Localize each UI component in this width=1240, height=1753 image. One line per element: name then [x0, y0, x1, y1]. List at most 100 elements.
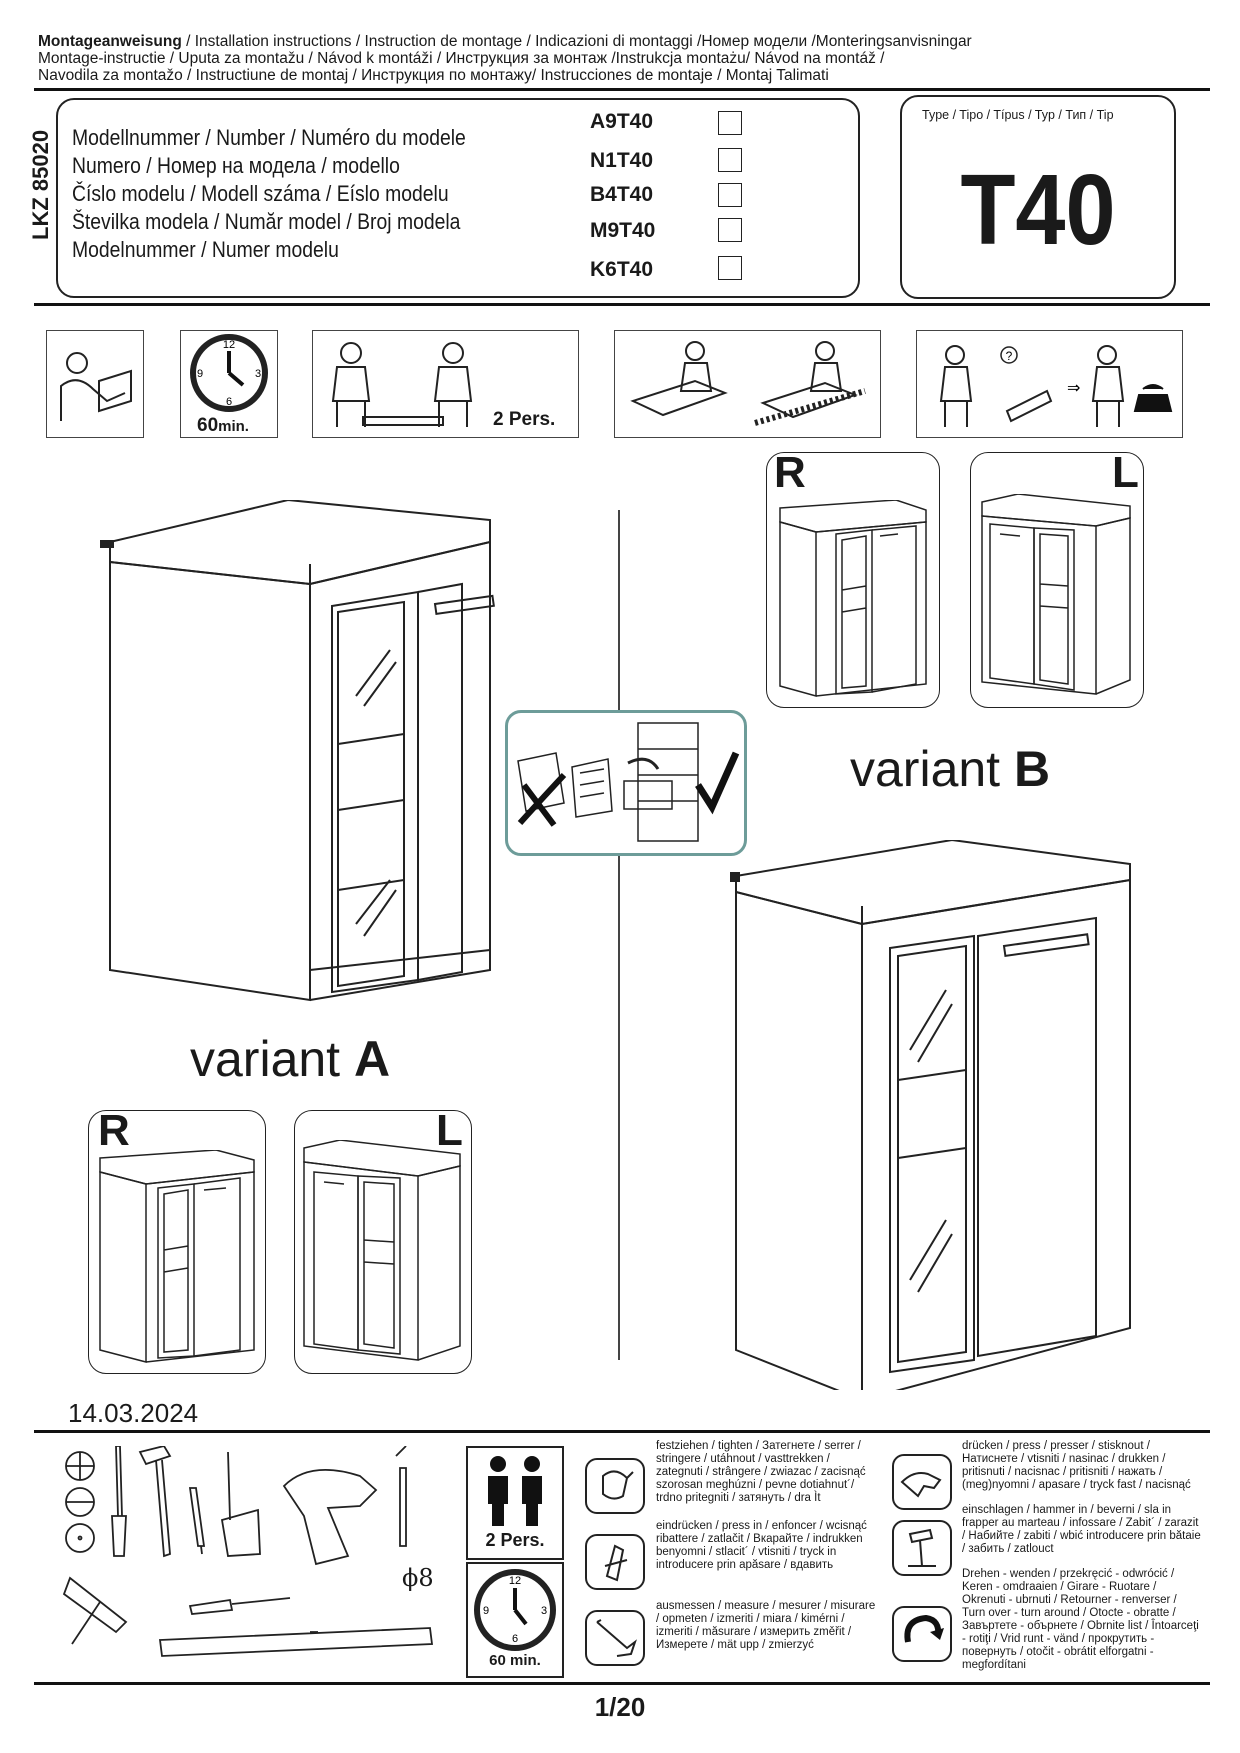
turn-over-text: Drehen - wenden / przekręcić - odwrócić …: [962, 1568, 1199, 1671]
cordless-drill-icon: [282, 1469, 378, 1566]
tighten-text: festziehen / tighten / Затегнете / serre…: [656, 1440, 866, 1504]
persons-label: 2 Pers.: [493, 409, 556, 430]
variant-a-label: variant A: [190, 1030, 390, 1088]
time-value: 60: [197, 415, 219, 436]
tools-top-rule: [34, 1430, 1210, 1433]
two-persons-pictogram: 2 Pers.: [312, 330, 579, 438]
document-date: 14.03.2024: [68, 1398, 199, 1428]
svg-text:3: 3: [255, 368, 261, 380]
svg-text:9: 9: [197, 368, 203, 380]
tools-time-box: 12 3 6 9 60 min.: [466, 1562, 564, 1678]
hammer-in-icon: [892, 1520, 952, 1576]
cabinet-variant-a-drawing: [100, 500, 495, 1002]
press-in-text: eindrücken / press in / enfoncer / wcisn…: [656, 1520, 867, 1571]
packaging-hint-box: [505, 710, 747, 856]
reading-person-icon: [60, 352, 132, 421]
model-label-5: Modelnummer / Numer modelu: [72, 237, 339, 262]
svg-text:9: 9: [483, 1605, 489, 1617]
header-line-1-rest: / Installation instructions / Instructio…: [181, 33, 972, 50]
time-unit: min.: [218, 418, 249, 435]
svg-text:6: 6: [512, 1633, 518, 1645]
drill-size-label: ϕ8: [402, 1564, 434, 1592]
model-label-4: Številka modela / Număr model / Broj mod…: [72, 209, 461, 234]
type-label: Type / Tipo / Típus / Typ / Тип / Tip: [922, 108, 1114, 122]
variant-b-label: variant B: [850, 740, 1050, 798]
measure-icon: [585, 1610, 645, 1666]
tools-persons-box: 2 Pers.: [466, 1446, 564, 1560]
header-line-1: Montageanweisung / Installation instruct…: [38, 33, 1218, 51]
variant-b-letter: B: [1013, 741, 1051, 797]
cabinet-variant-b-drawing: [730, 840, 1131, 1390]
tighten-icon: [585, 1458, 645, 1514]
checkbox-a9t40[interactable]: [718, 111, 742, 135]
lkz-number: LKZ 85020: [28, 129, 53, 240]
awl-icon: [188, 1597, 291, 1615]
header-line-3: Navodila za montažo / Instructiune de mo…: [38, 67, 829, 84]
variant-b-right-cabinet: [779, 500, 927, 697]
two-workers-icon: [331, 342, 473, 427]
svg-text:3: 3: [541, 1605, 547, 1617]
top-rule: [34, 88, 1210, 91]
time-text: 60min.: [197, 415, 249, 437]
model-code-m9t40: M9T40: [590, 219, 656, 242]
two-persons-icon: [488, 1456, 542, 1526]
measure-text: ausmessen / measure / mesurer / misurare…: [656, 1600, 876, 1651]
missing-parts-call-pictogram: ? ⇒: [916, 330, 1183, 438]
upper-rule: [34, 303, 1210, 306]
clock-icon: 12 3 6 9: [190, 334, 268, 412]
screwdriver-icon: [111, 1446, 127, 1557]
variant-b-left-cabinet: [981, 494, 1131, 695]
tools-drawing: [62, 1446, 434, 1657]
variant-b-left-letter: L: [1112, 448, 1139, 497]
type-box: [900, 95, 1176, 299]
center-divider: [618, 510, 620, 1360]
variant-b-right-letter: R: [774, 448, 806, 497]
variant-a-text: variant: [190, 1031, 354, 1087]
checkbox-b4t40[interactable]: [718, 183, 742, 207]
turn-over-icon: [892, 1606, 952, 1662]
svg-text:12: 12: [223, 339, 235, 351]
svg-text:?: ?: [1006, 349, 1013, 363]
page-number: 1/20: [594, 1692, 646, 1722]
clock-icon: 12 3 6 9: [474, 1569, 556, 1651]
checkbox-k6t40[interactable]: [718, 256, 742, 280]
svg-text:⇒: ⇒: [1067, 378, 1080, 397]
svg-text:6: 6: [226, 396, 232, 408]
variant-a-left-letter: L: [436, 1106, 463, 1155]
spirit-level-icon: [158, 1627, 434, 1657]
press-icon: [892, 1454, 952, 1510]
read-instructions-pictogram: [46, 330, 144, 438]
model-code-b4t40: B4T40: [590, 183, 654, 206]
unpacking-icon: [630, 341, 866, 426]
pencil-icon: [188, 1487, 206, 1555]
variant-b-text: variant: [850, 741, 1014, 797]
variant-b-left-box: [970, 452, 1144, 708]
model-code-a9t40: A9T40: [590, 110, 654, 133]
model-code-k6t40: K6T40: [590, 258, 654, 281]
hammer-in-text: einschlagen / hammer in / beverni / sla …: [962, 1504, 1201, 1555]
tools-time-label: 60 min.: [489, 1652, 541, 1669]
drill-bit-icon: [395, 1446, 407, 1547]
variant-b-right-box: [766, 452, 940, 708]
header-title: Montageanweisung: [38, 33, 182, 50]
model-label-3: Číslo modelu / Modell száma / Eíslo mode…: [72, 181, 449, 206]
variant-a-left-cabinet: [303, 1140, 461, 1361]
model-label-1: Modellnummer / Number / Numéro du modele: [72, 125, 466, 150]
variant-a-right-cabinet: [99, 1150, 255, 1363]
unpack-on-carpet-pictogram: [614, 330, 881, 438]
bottom-rule: [34, 1682, 1210, 1685]
hammer-icon: [138, 1446, 172, 1558]
press-text: drücken / press / presser / stisknout / …: [962, 1440, 1191, 1491]
tape-measure-icon: [220, 1451, 261, 1557]
press-in-icon: [585, 1534, 645, 1590]
variant-a-letter: A: [353, 1031, 391, 1087]
pozi-screw-icon: [65, 1523, 95, 1553]
call-service-icon: ? ⇒: [939, 345, 1173, 427]
checkbox-m9t40[interactable]: [718, 218, 742, 242]
packaging-hint-icon: [517, 722, 740, 842]
checkbox-n1t40[interactable]: [718, 148, 742, 172]
variant-a-right-letter: R: [98, 1106, 130, 1155]
header-line-2: Montage-instructie / Uputa za montažu / …: [38, 50, 885, 67]
svg-text:12: 12: [509, 1575, 521, 1587]
tools-persons-label: 2 Pers.: [485, 1530, 545, 1550]
